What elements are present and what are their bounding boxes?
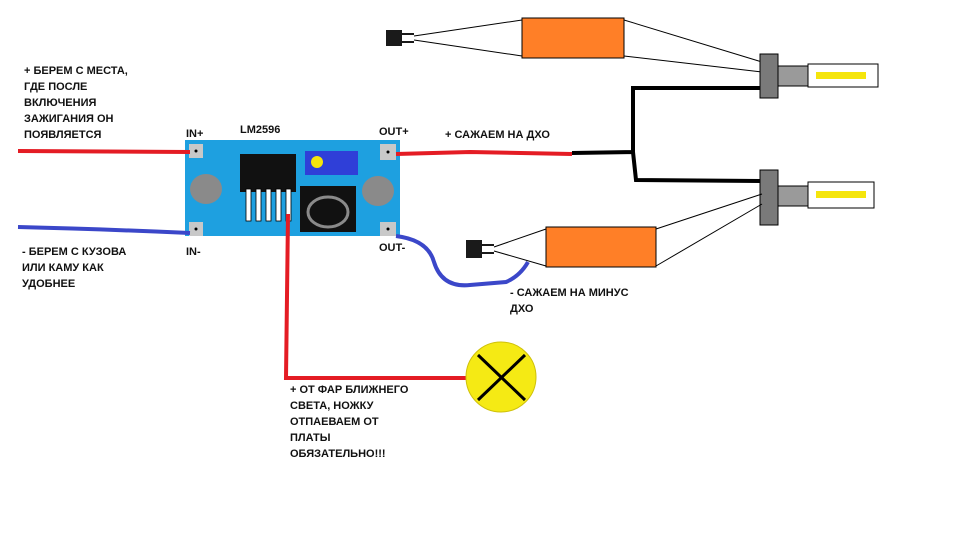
pin-label-in-plus: IN+ [186, 128, 204, 140]
upper-connector-icon [386, 30, 402, 46]
upper-drl-harness [386, 17, 763, 73]
label-drl-minus: - САЖАЕМ НА МИНУС ДХО [510, 287, 629, 315]
lamp-cross-line [476, 353, 527, 402]
input-plus-wire [17, 149, 191, 154]
pin-label-out-minus: OUT- [379, 242, 406, 254]
indicator-lamp [465, 341, 537, 413]
chip-legs [245, 188, 292, 222]
output-plus-wire [395, 149, 573, 156]
lower-bulb-led [816, 191, 866, 198]
lower-resistor [545, 226, 657, 268]
inductor-core [306, 195, 350, 229]
lower-harness-wires [493, 193, 763, 267]
pad-in-plus-hole [194, 149, 198, 153]
input-minus-wire [17, 225, 191, 235]
pad-in-minus-hole [194, 227, 198, 231]
lower-drl-bulb [759, 169, 875, 226]
lm2596-board [185, 140, 400, 236]
pin-label-in-minus: IN- [186, 246, 201, 258]
label-minus-from-body: - БЕРЕМ С КУЗОВА ИЛИ КАМУ КАК УДОБНЕЕ [22, 246, 127, 290]
trimmer-screw [311, 156, 323, 168]
label-drl-plus: + САЖАЕМ НА ДХО [445, 129, 550, 141]
label-headlight-plus: + ОТ ФАР БЛИЖНЕГО СВЕТА, НОЖКУ ОТПАЕВАЕМ… [290, 384, 409, 460]
label-plus-from-ignition: + БЕРЕМ С МЕСТА, ГДЕ ПОСЛЕ ВКЛЮЧЕНИЯ ЗАЖ… [24, 65, 128, 141]
upper-harness-wires [413, 19, 763, 73]
upper-bulb-neck [777, 65, 809, 87]
lower-bulb-neck [777, 185, 809, 207]
chip-label: LM2596 [240, 124, 281, 136]
right-capacitor [362, 176, 394, 206]
lower-connector-icon [466, 240, 482, 258]
output-minus-wire [395, 234, 530, 288]
pad-out-plus-hole [386, 150, 390, 154]
lower-bulb-base [759, 169, 779, 226]
upper-bulb-led [816, 72, 866, 79]
left-capacitor [190, 174, 222, 204]
upper-bulb-base [759, 53, 779, 99]
upper-drl-bulb [759, 53, 879, 99]
pin-label-out-plus: OUT+ [379, 126, 409, 138]
drl-plus-branch-wire [571, 86, 761, 183]
lower-drl-harness [466, 193, 763, 268]
pad-out-minus-hole [386, 227, 390, 231]
upper-resistor [521, 17, 625, 59]
lm2596-chip [240, 154, 296, 192]
headlight-plus-wire [283, 213, 470, 380]
